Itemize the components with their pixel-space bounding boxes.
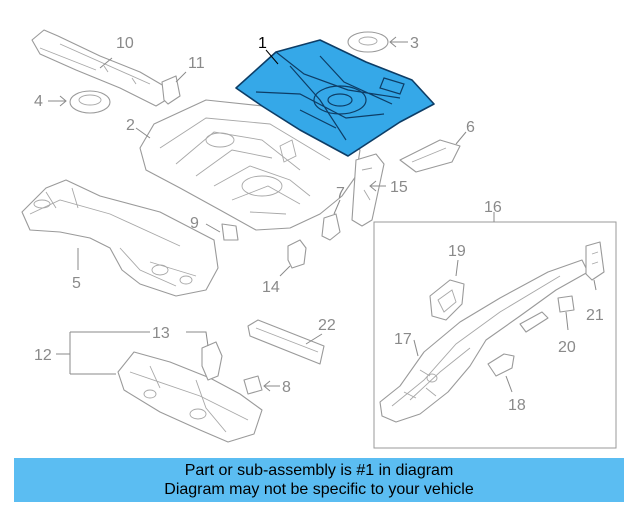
part-1-floor-panel-highlighted[interactable] (235, 39, 435, 157)
part-6-bracket[interactable] (399, 131, 467, 173)
banner-line-2: Diagram may not be specific to your vehi… (164, 481, 474, 498)
part-15-panel[interactable] (351, 153, 386, 227)
callout-9: 9 (190, 215, 199, 232)
callout-17: 17 (394, 331, 412, 348)
info-banner: Part or sub-assembly is #1 in diagram Di… (14, 458, 624, 502)
callout-7: 7 (336, 185, 345, 202)
part-19-cover[interactable] (429, 259, 465, 321)
callout-8: 8 (282, 379, 291, 396)
part-18-bracket[interactable] (487, 311, 549, 393)
callout-16: 16 (484, 199, 502, 216)
callout-4: 4 (34, 93, 43, 110)
callout-10: 10 (116, 35, 134, 52)
callout-21: 21 (586, 307, 604, 324)
callout-5: 5 (72, 275, 81, 292)
callout-3: 3 (410, 35, 419, 52)
part-21-bracket[interactable] (585, 241, 605, 291)
part-3-plug[interactable] (347, 31, 408, 53)
part-7-bracket[interactable] (321, 199, 341, 241)
part-13-bracket[interactable] (186, 331, 223, 381)
callout-19: 19 (448, 243, 466, 260)
callout-2: 2 (126, 117, 135, 134)
callout-20: 20 (558, 339, 576, 356)
part-4-grommet[interactable] (48, 90, 111, 114)
parts-diagram: 1 2 3 4 5 6 7 8 9 10 11 12 13 14 15 16 1… (21, 29, 617, 449)
callout-15: 15 (390, 179, 408, 196)
callout-14: 14 (262, 279, 280, 296)
part-17-side-rail[interactable] (379, 259, 589, 423)
part-8-clip[interactable] (243, 375, 280, 395)
callout-12: 12 (34, 347, 52, 364)
part-5-rear-panel[interactable] (21, 179, 219, 297)
callout-1: 1 (258, 35, 267, 52)
banner-line-1: Part or sub-assembly is #1 in diagram (184, 462, 454, 479)
part-9-clip[interactable] (205, 223, 239, 241)
part-22-rail[interactable] (247, 319, 325, 365)
part-16-subassembly-box[interactable] (373, 212, 617, 449)
callout-11: 11 (188, 55, 205, 72)
callout-6: 6 (466, 119, 475, 136)
part-14-bracket[interactable] (279, 239, 307, 277)
callout-13: 13 (152, 325, 170, 342)
part-11-bracket[interactable] (161, 71, 187, 105)
part-12-cross-member[interactable] (56, 331, 263, 443)
callout-22: 22 (318, 317, 336, 334)
callout-18: 18 (508, 397, 526, 414)
part-20-clip[interactable] (557, 295, 575, 331)
